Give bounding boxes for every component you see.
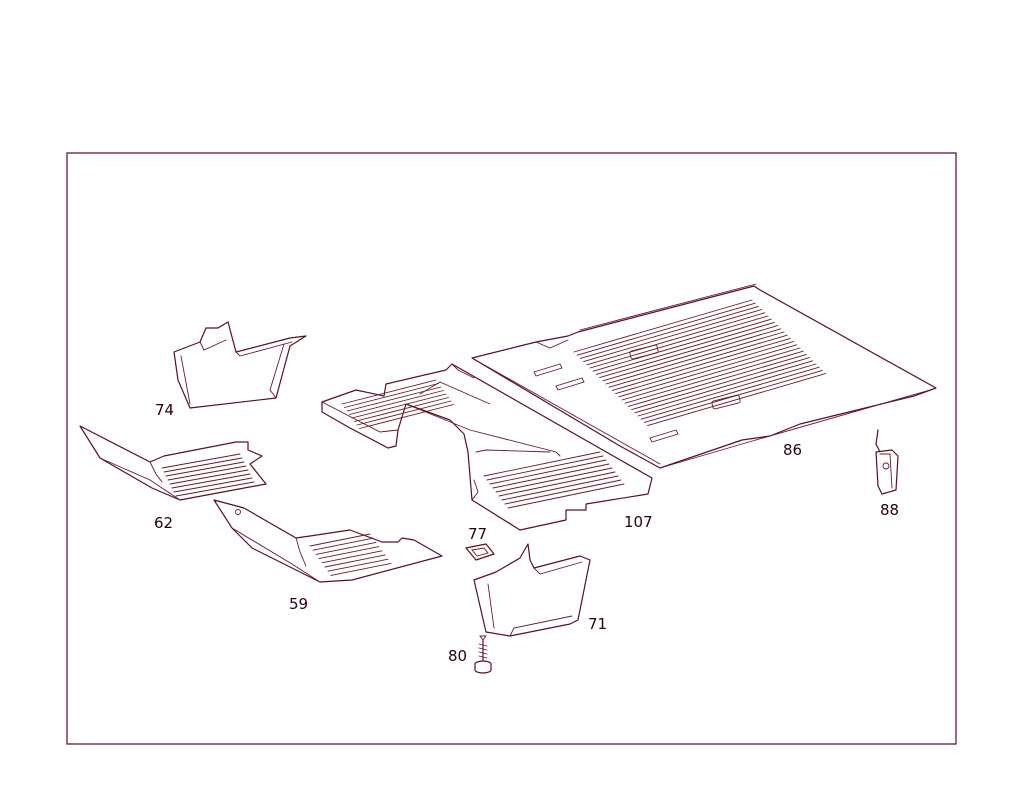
rib-line (173, 477, 253, 493)
rib-line (495, 467, 613, 493)
rib-line (637, 363, 817, 417)
rib-line (627, 353, 807, 407)
rib-line (592, 318, 772, 372)
rib-line (483, 451, 601, 477)
rib-line (312, 537, 374, 551)
rib-line (492, 463, 610, 489)
rib-line (643, 369, 823, 423)
rib-line (175, 481, 255, 497)
part-107-centre-floor[interactable] (321, 363, 653, 531)
rib-line (634, 360, 814, 414)
rib-line (165, 461, 245, 477)
rib-line (163, 457, 243, 473)
rib-line (573, 299, 753, 353)
rib-line (309, 533, 371, 547)
rib-line (504, 479, 622, 505)
rib-line (498, 471, 616, 497)
part-77-clip[interactable] (465, 543, 495, 561)
rib-line (327, 558, 389, 572)
rib-line (489, 459, 607, 485)
label-74: 74 (155, 401, 174, 419)
rib-line (349, 390, 444, 415)
rib-line (171, 473, 251, 489)
rib-line (501, 475, 619, 501)
rib-line (321, 550, 383, 564)
part-71-side-panel[interactable] (473, 543, 591, 637)
rib-line (315, 541, 377, 555)
rib-line (356, 400, 452, 426)
rib-line (351, 393, 447, 419)
part-86-rear-floor[interactable] (471, 283, 937, 469)
part-74-side-panel[interactable] (173, 321, 307, 409)
part-80-screw[interactable] (474, 635, 492, 674)
rib-line (608, 334, 788, 388)
part-59-floor-mat[interactable] (213, 499, 443, 583)
rib-line (318, 546, 380, 560)
rib-line (346, 386, 442, 412)
rib-line (576, 302, 756, 356)
label-88: 88 (880, 501, 899, 519)
rib-line (341, 379, 437, 405)
diagram-frame (66, 152, 957, 745)
rib-line (586, 312, 766, 366)
rib-line (624, 350, 804, 404)
rib-line (605, 331, 785, 385)
rib-line (486, 455, 604, 481)
label-80: 80 (448, 647, 467, 665)
label-77: 77 (468, 525, 487, 543)
rib-line (579, 305, 759, 359)
rib-line (507, 483, 625, 509)
rib-line (330, 562, 392, 576)
label-71: 71 (588, 615, 607, 633)
rib-line (595, 321, 775, 375)
rib-line (599, 325, 779, 379)
rib-line (631, 357, 811, 411)
label-62: 62 (154, 514, 173, 532)
label-86: 86 (783, 441, 802, 459)
rib-line (169, 469, 249, 485)
rib-line (615, 341, 795, 395)
rib-line (602, 328, 782, 382)
rib-line (167, 465, 247, 481)
rib-line (324, 554, 386, 568)
rib-line (611, 337, 791, 391)
label-107: 107 (624, 513, 653, 531)
rib-line (583, 309, 763, 363)
rib-line (589, 315, 769, 369)
rib-line (359, 404, 454, 429)
rib-line (354, 397, 449, 422)
part-62-floor-mat[interactable] (79, 425, 267, 501)
rib-line (647, 373, 827, 427)
rib-line (640, 366, 820, 420)
rib-line (344, 383, 439, 408)
label-59: 59 (289, 595, 308, 613)
rib-line (618, 344, 798, 398)
rib-line (621, 347, 801, 401)
part-88-bracket[interactable] (875, 429, 899, 495)
rib-line (161, 453, 241, 469)
